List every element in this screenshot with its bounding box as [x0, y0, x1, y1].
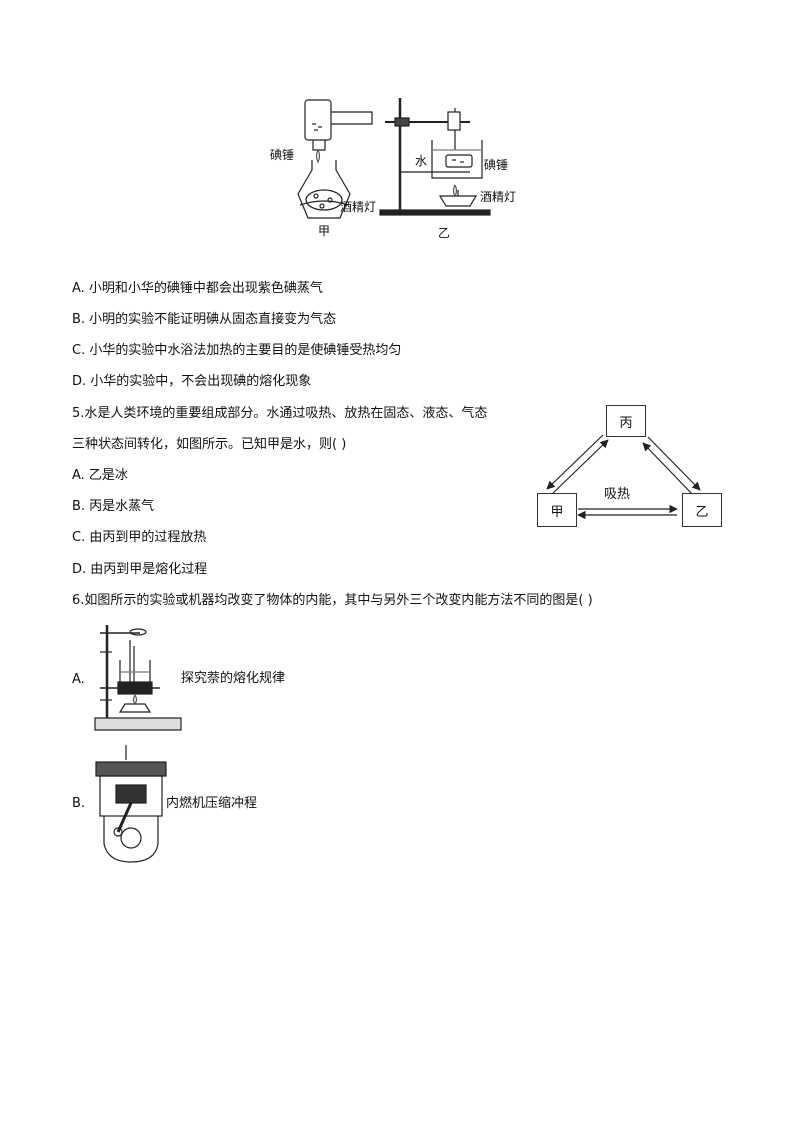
q4-option-c: C. 小华的实验中水浴法加热的主要目的是使碘锤受热均匀 [72, 343, 402, 358]
caption-yi: 乙 [438, 226, 451, 240]
state-box-bing: 丙 [606, 405, 646, 437]
q5-option-b: B. 丙是水蒸气 [72, 499, 155, 514]
q5-option-a: A. 乙是冰 [72, 468, 128, 483]
engine-compression-stroke-drawing [95, 745, 167, 863]
apparatus-left-drawing [297, 98, 491, 219]
q6-option-b-text: 内燃机压缩冲程 [166, 796, 258, 811]
q5-option-d: D. 由丙到甲是熔化过程 [72, 562, 208, 577]
label-alcohol-lamp-left: 酒精灯 [340, 200, 377, 214]
q6-option-a-text: 探究萘的熔化规律 [181, 671, 286, 686]
state-box-jia: 甲 [537, 493, 577, 527]
naphthalene-melting-apparatus [94, 625, 182, 731]
q6-option-a-letter: A. [72, 672, 85, 687]
label-water: 水 [415, 154, 428, 168]
label-iodine-tube-right: 碘锤 [484, 158, 509, 172]
q4-option-b: B. 小明的实验不能证明碘从固态直接变为气态 [72, 312, 337, 327]
q6-stem: 6.如图所示的实验或机器均改变了物体的内能，其中与另外三个改变内能方法不同的图是… [72, 593, 593, 608]
q4-option-a: A. 小明和小华的碘锤中都会出现紫色碘蒸气 [72, 281, 323, 296]
q5-stem-line2: 三种状态间转化，如图所示。已知甲是水，则( ) [72, 437, 347, 452]
q4-option-d: D. 小华的实验中，不会出现碘的熔化现象 [72, 374, 312, 389]
arrow-label-absorb-heat: 吸热 [604, 487, 631, 502]
state-change-arrows [546, 434, 701, 520]
q6-option-b-letter: B. [72, 796, 86, 811]
label-iodine-tube-left: 碘锤 [270, 148, 295, 162]
label-alcohol-lamp-right: 酒精灯 [480, 190, 517, 204]
caption-jia: 甲 [318, 224, 331, 238]
q5-stem-line1: 5.水是人类环境的重要组成部分。水通过吸热、放热在固态、液态、气态 [72, 406, 488, 421]
q5-option-c: C. 由丙到甲的过程放热 [72, 530, 207, 545]
state-box-yi: 乙 [682, 493, 722, 527]
